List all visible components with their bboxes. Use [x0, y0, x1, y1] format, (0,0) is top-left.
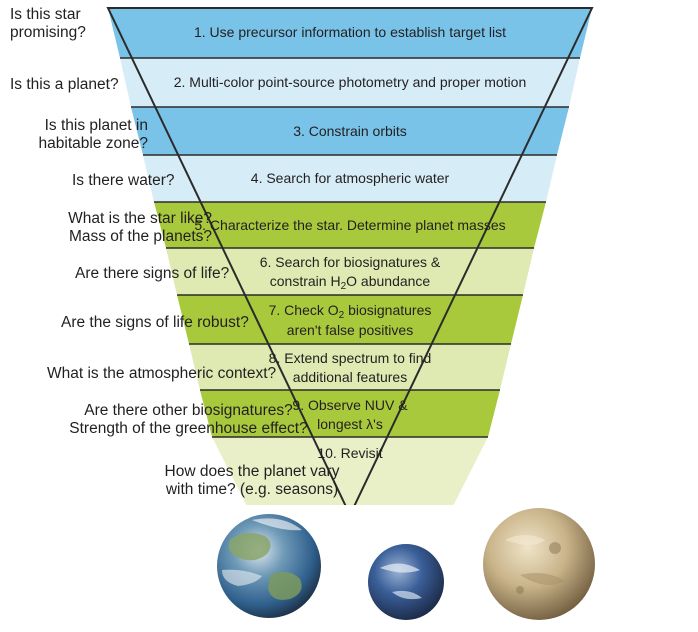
step-8-label-line2: additional features: [293, 369, 407, 385]
band-separators: [120, 57, 580, 438]
band-4: [143, 155, 557, 202]
band-2: [120, 58, 580, 107]
step-6-label-line2: constrain H2O abundance: [270, 273, 431, 292]
step-1-label: 1. Use precursor information to establis…: [194, 24, 506, 40]
band-6: [166, 248, 534, 295]
question-6: Are there signs of life?: [75, 265, 230, 282]
step-3-label: 3. Constrain orbits: [293, 123, 407, 139]
question-5: What is the star like?Mass of the planet…: [68, 210, 212, 245]
step-9-label-line1: 9. Observe NUV &: [292, 397, 408, 413]
desert-planet: [483, 508, 595, 620]
step-5-label: 5. Characterize the star. Determine plan…: [194, 217, 505, 233]
step-7-label-line2: aren't false positives: [287, 322, 413, 338]
band-10: [212, 437, 488, 508]
step-7-label-line1: 7. Check O2 biosignatures: [269, 302, 432, 321]
step-6-label-line1: 6. Search for biosignatures &: [260, 254, 441, 270]
question-9: Are there other biosignatures?Strength o…: [69, 402, 308, 437]
ocean-planet: [368, 544, 444, 620]
question-2: Is this a planet?: [10, 76, 119, 93]
question-7: Are the signs of life robust?: [61, 314, 249, 331]
band-8: [189, 344, 511, 390]
question-8: What is the atmospheric context?: [47, 365, 277, 382]
step-4-label: 4. Search for atmospheric water: [251, 170, 450, 186]
funnel-outline: [106, 7, 594, 518]
question-4: Is there water?: [72, 172, 175, 189]
band-3: [131, 107, 569, 155]
earth-like-planet: [217, 514, 321, 618]
band-5: [154, 202, 546, 248]
band-1: [108, 8, 592, 58]
band-9: [200, 390, 500, 437]
step-8-label-line1: 8. Extend spectrum to find: [269, 350, 432, 366]
step-9-label-line2: longest λ's: [317, 416, 383, 432]
step-10-label: 10. Revisit: [317, 445, 382, 461]
step-2-label: 2. Multi-color point-source photometry a…: [174, 74, 527, 90]
